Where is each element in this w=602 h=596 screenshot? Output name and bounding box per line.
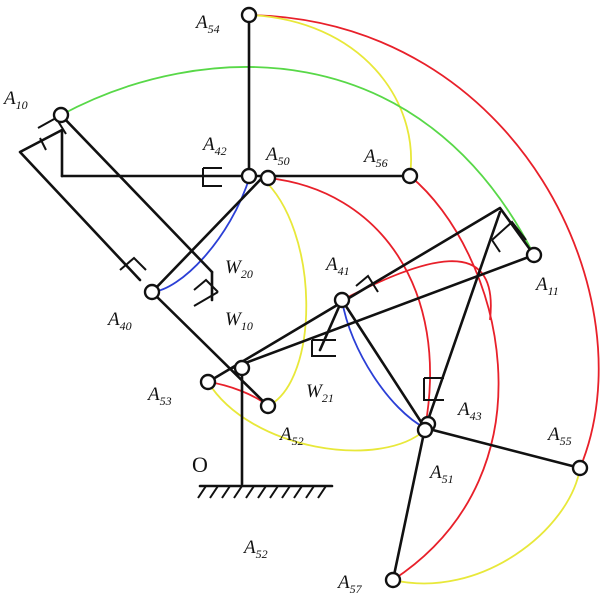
label-o: O: [192, 452, 208, 477]
joint-w10: [233, 359, 251, 377]
arc-a55-a57-yellow: [392, 467, 581, 585]
label-a40: A40: [106, 309, 132, 333]
link-a53-a11-frame: [206, 206, 536, 384]
label-a54: A54: [194, 12, 220, 36]
link-a11-a43: [426, 210, 502, 422]
slider-a41: [355, 274, 379, 293]
slider-a43: [423, 377, 444, 401]
link-a40-a50: [150, 176, 264, 294]
link-w10-a41: [230, 253, 536, 370]
joint-a50: [259, 169, 277, 187]
joint-a56: [401, 167, 419, 185]
label-a52-upper: A52: [278, 424, 304, 448]
joint-a40: [143, 283, 161, 301]
link-a41-w21: [318, 298, 344, 352]
slider-a42: [202, 167, 222, 187]
ground: [197, 484, 334, 499]
arc-a50-a52-yellow: [261, 177, 308, 407]
link-a10-frame: [18, 128, 142, 282]
arc-a10-a11-green: [60, 66, 535, 256]
joint-a57: [384, 571, 402, 589]
label-a56: A56: [362, 146, 388, 170]
joint-a42: [240, 167, 258, 185]
arc-a50-a51-red: [267, 177, 431, 429]
link-a10-w20: [59, 113, 214, 274]
prismatic-pairs: [37, 116, 527, 401]
link-a41-a51: [340, 298, 427, 430]
joint-a51: [416, 421, 434, 439]
ground-hatch: [197, 485, 327, 499]
joint-a53: [199, 373, 217, 391]
label-a53: A53: [146, 384, 172, 408]
joint-a52: [259, 397, 277, 415]
joint-a10: [52, 106, 70, 124]
label-a42: A42: [201, 134, 227, 158]
label-w10: W10: [225, 309, 253, 333]
arc-a54-a11-red: [248, 14, 600, 469]
label-a11: A11: [534, 274, 559, 298]
label-a41: A41: [324, 254, 350, 278]
slider-a11: [491, 220, 527, 253]
links: [18, 13, 582, 582]
joints: [52, 6, 589, 589]
joint-a54: [240, 6, 258, 24]
slider-a40: [119, 256, 147, 271]
slider-w20: [193, 278, 219, 307]
arc-a56-a57-red: [392, 175, 500, 581]
label-a43: A43: [456, 399, 482, 423]
label-a57: A57: [336, 572, 363, 596]
link-a51-a55: [423, 426, 582, 470]
joint-a41: [333, 291, 351, 309]
label-w21: W21: [306, 381, 334, 405]
label-a52-lower: A52: [242, 537, 268, 561]
arc-a54-a56-yellow: [248, 14, 412, 177]
link-a40-o: [150, 290, 270, 408]
label-a51: A51: [428, 462, 454, 486]
joint-a11: [525, 246, 543, 264]
arcs: [60, 14, 600, 585]
link-a51-a57: [391, 426, 427, 582]
arc-a41-a51-blue: [341, 299, 426, 429]
label-a50: A50: [264, 144, 290, 168]
arc-a53-a51-yellow: [207, 381, 426, 452]
slider-w21: [311, 339, 336, 357]
joint-a55: [571, 459, 589, 477]
label-w20: W20: [225, 257, 253, 281]
labels: A54 A10 A42 A50 A56 W20 A41 A11 A40 W10 …: [2, 12, 572, 596]
label-a55: A55: [546, 424, 572, 448]
label-a10: A10: [2, 88, 28, 112]
